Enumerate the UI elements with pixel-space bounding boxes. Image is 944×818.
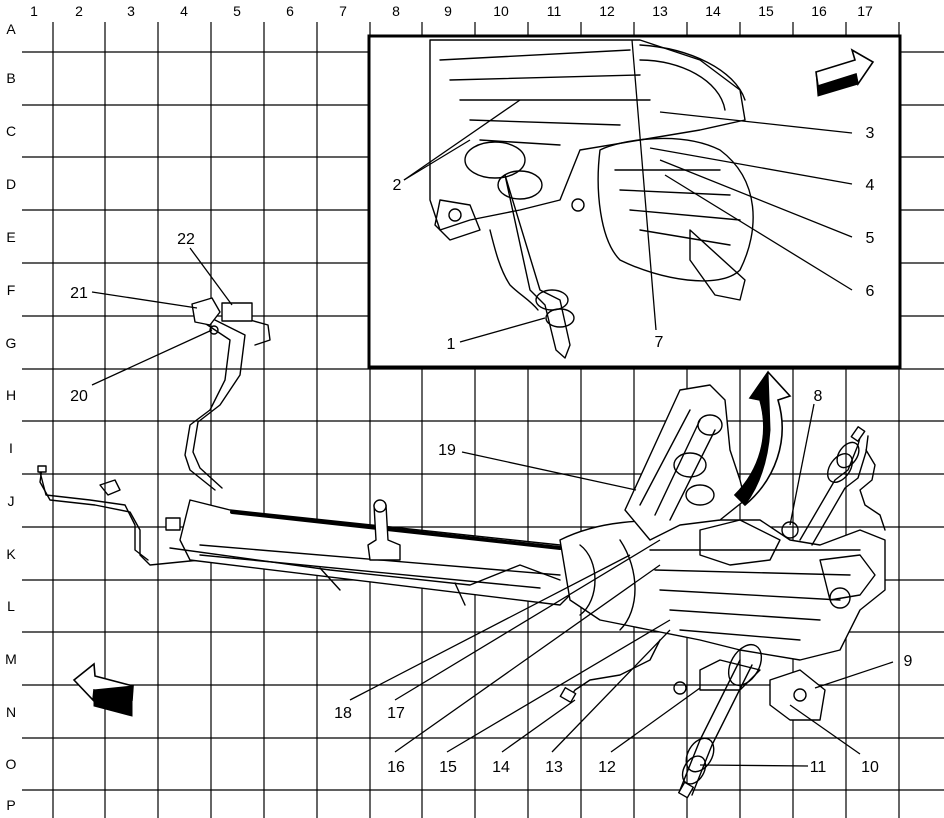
callout-label-3: 3 <box>866 125 875 142</box>
front-direction-arrow-icon <box>72 662 134 717</box>
column-header: 1 <box>30 3 38 19</box>
column-header: 13 <box>652 3 668 19</box>
callout-label-4: 4 <box>866 177 875 194</box>
column-header: 17 <box>857 3 873 19</box>
row-header: K <box>6 546 16 562</box>
callout-label-17: 17 <box>387 705 405 722</box>
row-header: J <box>8 493 15 509</box>
column-header: 12 <box>599 3 615 19</box>
callout-label-14: 14 <box>492 759 510 776</box>
callout-label-5: 5 <box>866 230 875 247</box>
row-header: O <box>6 756 17 772</box>
callout-label-9: 9 <box>904 653 913 670</box>
callout-label-15: 15 <box>439 759 457 776</box>
column-header: 2 <box>75 3 83 19</box>
column-header: 4 <box>180 3 188 19</box>
column-header: 3 <box>127 3 135 19</box>
main-assembly-drawing <box>37 297 886 799</box>
row-header: I <box>9 440 13 456</box>
callout-label-6: 6 <box>866 283 875 300</box>
callout-leaders <box>91 39 894 767</box>
callout-label-22: 22 <box>177 231 195 248</box>
callout-label-12: 12 <box>598 759 616 776</box>
row-header: M <box>5 651 17 667</box>
row-header: E <box>6 229 15 245</box>
column-header: 9 <box>444 3 452 19</box>
row-header: N <box>6 704 16 720</box>
column-header: 15 <box>758 3 774 19</box>
row-header: P <box>6 797 15 813</box>
column-header: 8 <box>392 3 400 19</box>
callout-label-7: 7 <box>655 334 664 351</box>
callout-label-21: 21 <box>70 285 88 302</box>
callout-label-11: 11 <box>810 759 827 776</box>
callout-label-13: 13 <box>545 759 563 776</box>
callout-label-10: 10 <box>861 759 879 776</box>
row-header: G <box>6 335 17 351</box>
detail-inset-drawing <box>429 39 754 359</box>
row-header: F <box>7 282 16 298</box>
callout-label-16: 16 <box>387 759 405 776</box>
column-header: 10 <box>493 3 509 19</box>
callout-label-8: 8 <box>814 388 823 405</box>
row-header: C <box>6 123 16 139</box>
callout-label-20: 20 <box>70 388 88 405</box>
column-header: 5 <box>233 3 241 19</box>
column-header: 16 <box>811 3 827 19</box>
row-header: L <box>7 598 15 614</box>
row-header: A <box>6 21 16 37</box>
front-direction-arrow-icon-inset <box>815 48 875 97</box>
column-header: 6 <box>286 3 294 19</box>
callout-label-18: 18 <box>334 705 352 722</box>
row-header: D <box>6 176 16 192</box>
callout-label-1: 1 <box>447 336 456 353</box>
column-header: 7 <box>339 3 347 19</box>
column-header: 14 <box>705 3 721 19</box>
callout-label-19: 19 <box>438 442 456 459</box>
column-header: 11 <box>547 3 562 19</box>
callout-label-2: 2 <box>393 177 402 194</box>
row-header: B <box>6 70 15 86</box>
row-header: H <box>6 387 16 403</box>
